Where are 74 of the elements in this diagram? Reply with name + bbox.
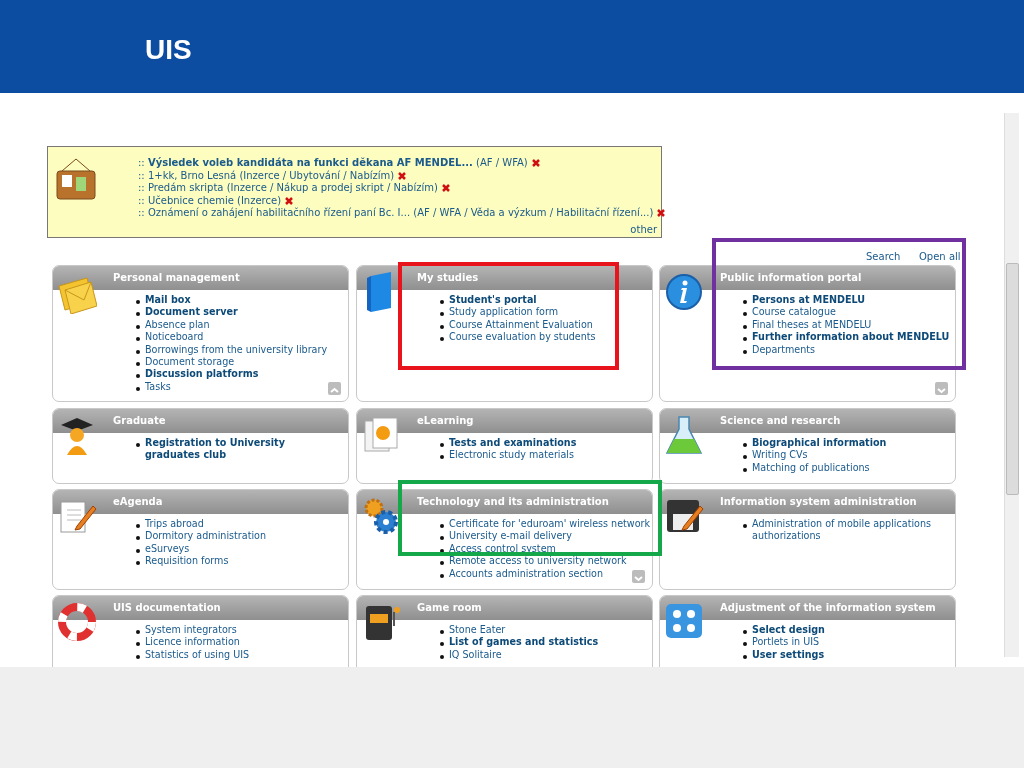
menu-card: [659, 265, 956, 402]
menu-card: [659, 595, 956, 667]
link: Document server: [145, 306, 238, 318]
link: List of games and statistics: [449, 636, 599, 648]
card-heading: Information system administration: [720, 496, 917, 507]
link: Registration to University graduates club: [145, 437, 285, 461]
link: Biographical information: [752, 437, 887, 448]
link: University e-mail delivery: [449, 530, 572, 542]
link: Trips abroad: [145, 518, 204, 529]
link: Course catalogue: [752, 306, 836, 318]
notice-item: :: 1+kk, Brno Lesná (Inzerce / Ubytování / Nabízím): [138, 169, 395, 181]
link: Remote access to university network: [449, 555, 627, 567]
link: Discussion platforms: [145, 368, 259, 380]
card-heading: Graduate: [113, 415, 166, 426]
notice-item: :: Učebnice chemie (Inzerce): [138, 194, 282, 206]
link: Final theses at MENDELU: [752, 318, 872, 330]
notice-item: :: Oznámení o zahájení habilitačního řízení paní Bc. I... (AF / WFA / Věda a výzkum / Habilitační řízení...): [138, 207, 654, 218]
link: Mail box: [145, 294, 191, 305]
card-heading: UIS documentation: [113, 602, 221, 613]
card-heading: Technology and its administration: [417, 496, 609, 507]
link: Accounts administration section: [449, 567, 604, 579]
card-heading: Adjustment of the information system: [720, 602, 936, 613]
notice-item: :: Predám skripta (Inzerce / Nákup a prodej skript / Nabízím): [138, 182, 438, 193]
link: Further information about MENDELU: [752, 331, 950, 343]
menu-card: [659, 408, 956, 484]
card-heading: eLearning: [417, 415, 474, 426]
noticeboard-panel: [47, 146, 662, 238]
link: Requisition forms: [145, 555, 229, 567]
link: Select design: [752, 624, 825, 635]
link: Absence plan: [145, 318, 210, 330]
link: Administration of mobile applications authorizations: [752, 518, 932, 542]
menu-card: [52, 489, 349, 590]
card-heading: Game room: [417, 602, 482, 613]
page-title: UIS: [145, 34, 192, 66]
menu-card: [356, 265, 653, 402]
card-heading: eAgenda: [113, 496, 163, 507]
link: Document storage: [145, 356, 235, 368]
link: Persons at MENDELU: [752, 294, 866, 305]
link: System integrators: [145, 624, 237, 635]
link: IQ Solitaire: [449, 648, 502, 660]
link: Study application form: [449, 306, 559, 318]
notice-item: :: Výsledek voleb kandidáta na funkci děkana AF MENDEL... (AF / WFA): [138, 157, 528, 168]
menu-card: [52, 408, 349, 484]
link: Noticeboard: [145, 331, 204, 343]
link: other: [630, 224, 657, 235]
card-heading: Personal management: [113, 272, 240, 283]
link: Electronic study materials: [449, 449, 575, 461]
card-heading: Science and research: [720, 415, 841, 426]
link: Access control system: [449, 542, 556, 554]
link: User settings: [752, 648, 825, 660]
link: Departments: [752, 343, 816, 355]
menu-card: [356, 489, 653, 590]
menu-card: [356, 595, 653, 667]
link: Portlets in UIS: [752, 636, 820, 648]
link: Course evaluation by students: [449, 331, 596, 343]
link: Tests and examinations: [449, 437, 577, 448]
link: eSurveys: [145, 542, 190, 554]
link: Licence information: [145, 636, 240, 648]
menu-card: [52, 265, 349, 402]
link: Student's portal: [449, 294, 537, 305]
menu-card: [52, 595, 349, 667]
link: Tasks: [145, 380, 171, 392]
link: Borrowings from the university library: [145, 343, 328, 355]
link: Statistics of using UIS: [145, 648, 250, 660]
link: Matching of publications: [752, 461, 870, 473]
link: Writing CVs: [752, 449, 808, 461]
card-heading: Public information portal: [720, 272, 862, 283]
link: Certificate for 'eduroam' wireless network: [449, 518, 651, 529]
menu-card: [659, 489, 956, 590]
link: Course Attainment Evaluation: [449, 318, 593, 330]
link: Dormitory administration: [145, 530, 267, 542]
link: Stone Eater: [449, 624, 506, 635]
card-heading: My studies: [417, 272, 479, 283]
menu-card: [356, 408, 653, 484]
